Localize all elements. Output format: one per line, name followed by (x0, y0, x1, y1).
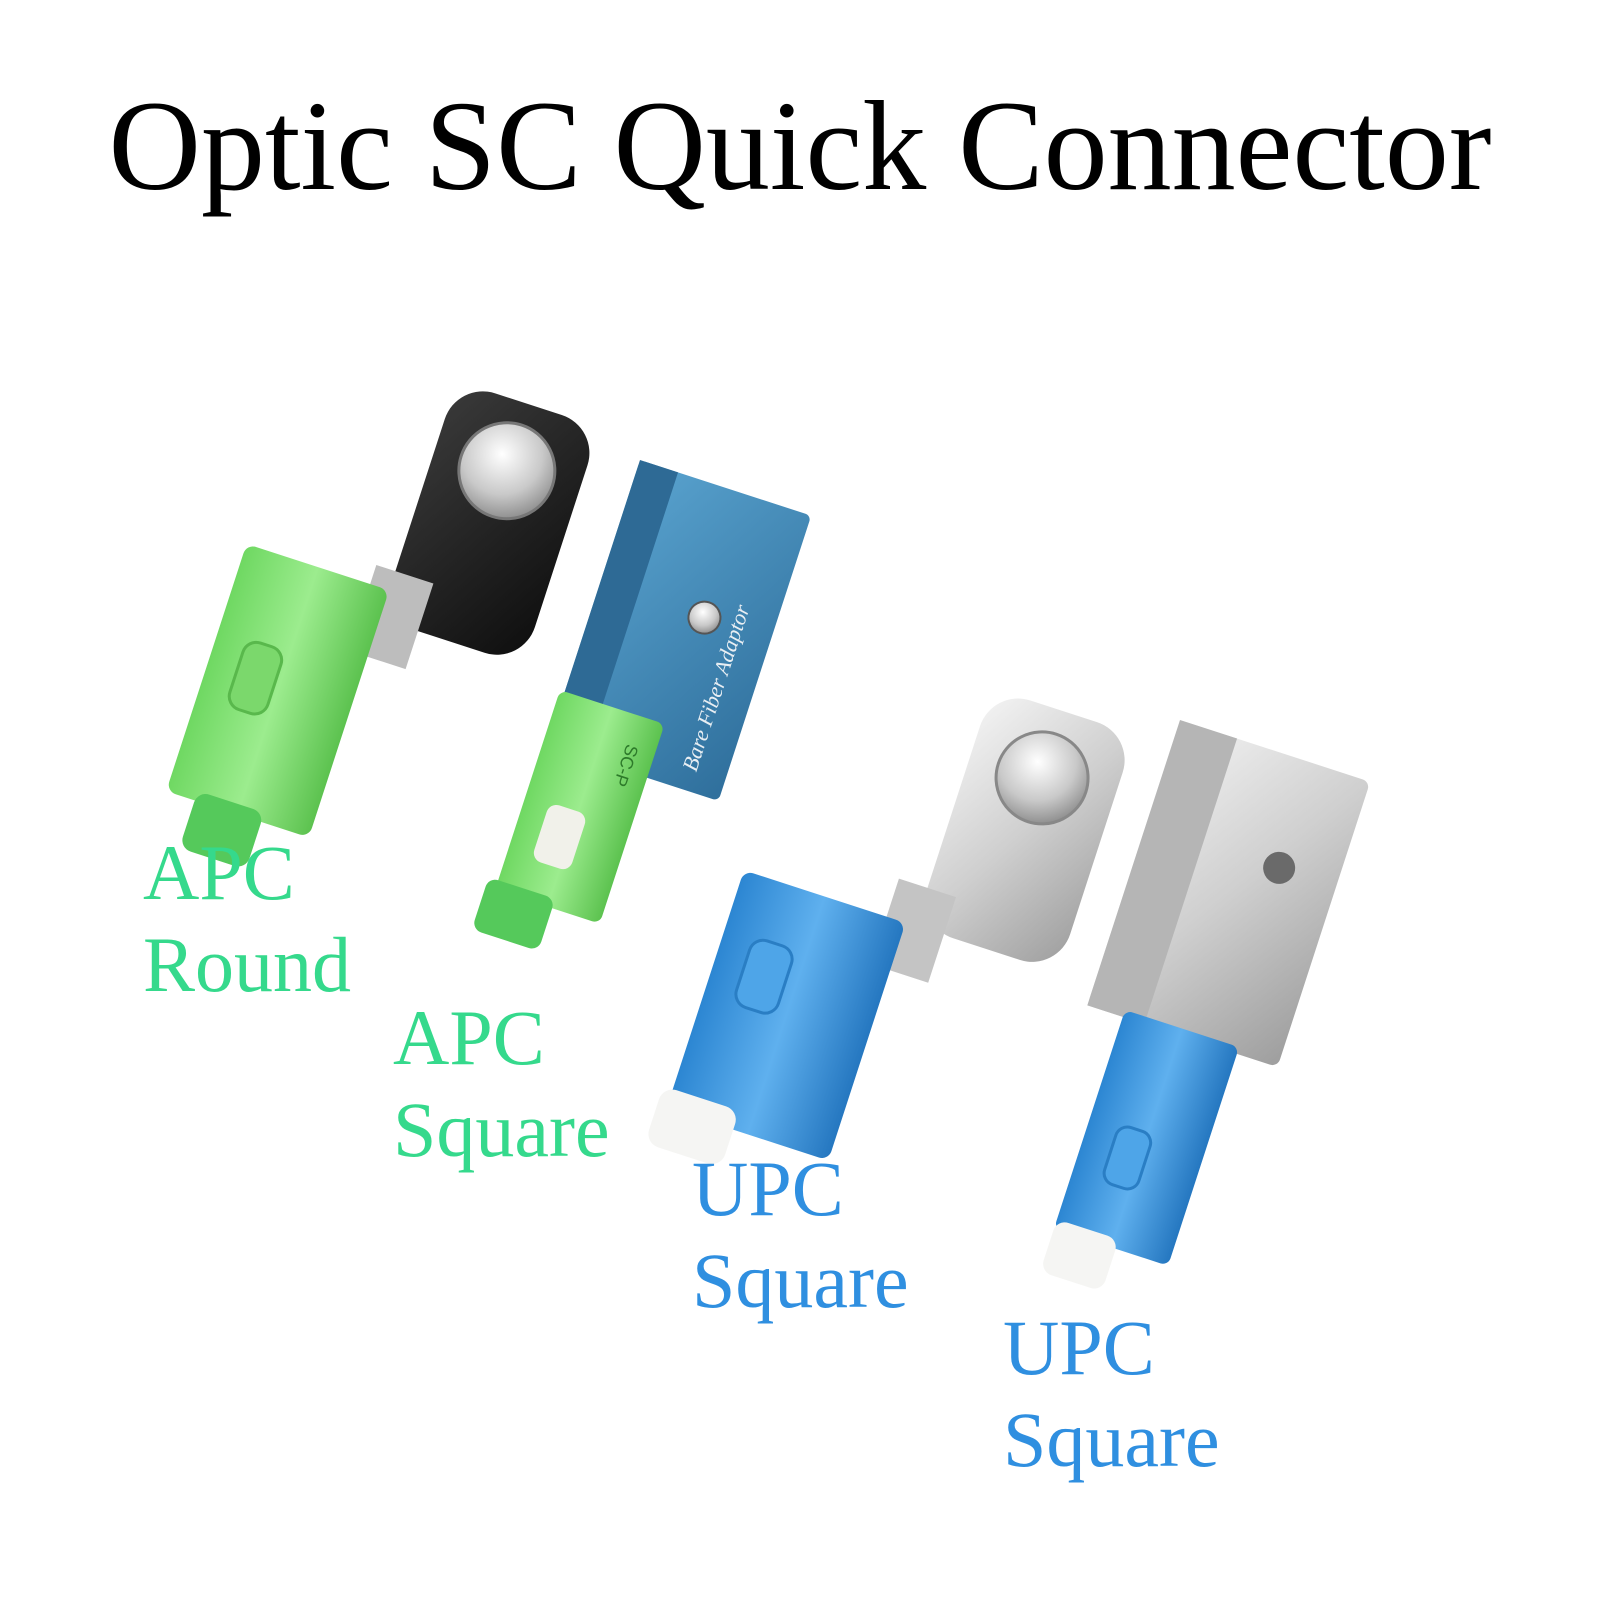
upc-square-connector-2 (1043, 720, 1369, 1289)
connector-type: UPC (1003, 1304, 1155, 1391)
blue-sc-body-icon (648, 872, 903, 1165)
upc-square-connector-1 (648, 698, 1125, 1165)
black-round-adapter-icon (348, 391, 590, 670)
connector-shape: Square (393, 1086, 610, 1173)
blue-sc-body-icon (1043, 1012, 1238, 1289)
label-apc-square: APC Square (393, 992, 610, 1176)
label-upc-square-1: UPC Square (692, 1143, 909, 1327)
label-upc-square-2: UPC Square (1003, 1302, 1220, 1486)
green-sc-body-icon: SC-P (474, 692, 663, 949)
page-title: Optic SC Quick Connector (108, 75, 1492, 217)
connector-type: UPC (692, 1145, 844, 1232)
apc-round-connector (168, 391, 590, 867)
apc-square-connector: Bare Fiber Adaptor SC-P (474, 459, 810, 949)
connector-shape: Square (692, 1237, 909, 1324)
connector-shape: Round (143, 921, 352, 1008)
silver-round-adapter-icon (871, 698, 1125, 983)
label-apc-round: APC Round (143, 827, 351, 1011)
green-sc-body-icon (168, 546, 387, 867)
silver-square-adapter-icon (1087, 720, 1369, 1066)
connector-shape: Square (1003, 1396, 1220, 1483)
connector-type: APC (143, 829, 295, 916)
connector-type: APC (393, 994, 545, 1081)
